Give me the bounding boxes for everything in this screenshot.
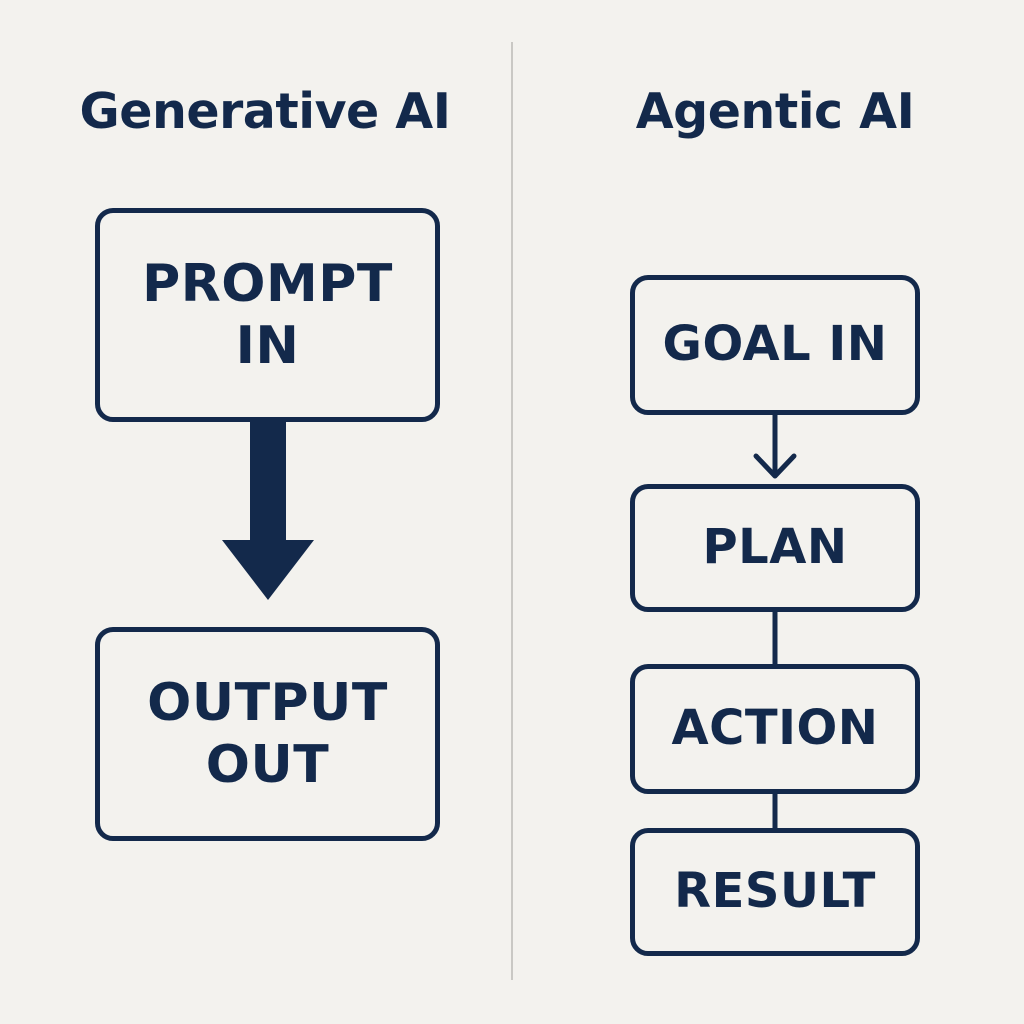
result-box: RESULT [630, 828, 920, 956]
panel-divider [511, 42, 513, 980]
small-down-arrow-icon [753, 412, 797, 479]
big-down-arrow-icon [222, 420, 314, 600]
output-out-box: OUTPUT OUT [95, 627, 440, 841]
agentic-ai-title: Agentic AI [635, 83, 915, 140]
generative-ai-title: Generative AI [79, 83, 451, 140]
plan-box: PLAN [630, 484, 920, 612]
action-box: ACTION [630, 664, 920, 794]
prompt-in-box: PROMPT IN [95, 208, 440, 422]
